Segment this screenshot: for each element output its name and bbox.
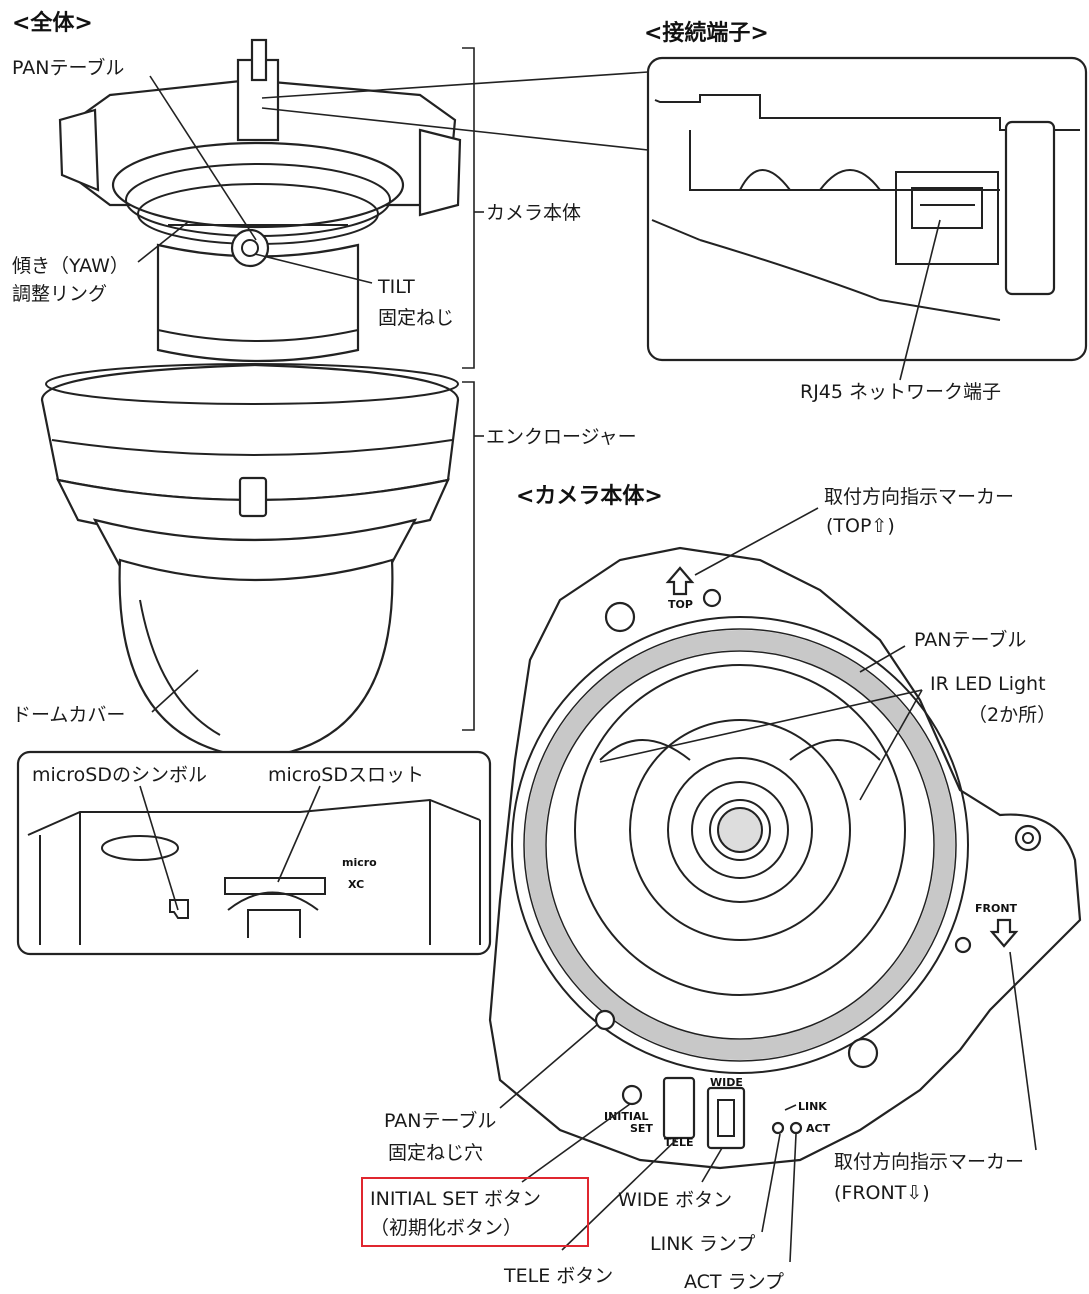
label-wide-button: WIDE ボタン [618,1189,732,1211]
label-pan-table-top: PANテーブル [12,56,124,79]
header-connector: <接続端子> [644,20,769,46]
device-marking-xc: XC [348,878,364,891]
label-ir-led-line2: （2か所） [968,704,1056,726]
label-initial-set-line2: （初期化ボタン） [370,1217,522,1239]
label-yaw-ring-line1: 傾き（YAW） [12,255,129,277]
label-pan-table-right: PANテーブル [914,628,1026,651]
header-camera-body: <カメラ本体> [516,484,663,509]
label-yaw-ring-line2: 調整リング [12,283,107,305]
device-marking-wide: WIDE [710,1076,743,1089]
label-tele-button: TELE ボタン [503,1265,613,1287]
device-marking-act: ACT [806,1122,831,1135]
device-marking-set: SET [630,1122,653,1135]
device-marking-top: TOP [668,598,693,611]
label-link-lamp: LINK ランプ [650,1233,755,1255]
connector-leader-lines [261,71,649,151]
dome-cover-drawing [118,558,394,760]
label-pan-hole-line2: 固定ねじ穴 [388,1142,483,1164]
label-initial-set-line1: INITIAL SET ボタン [370,1188,541,1210]
label-camera-body: カメラ本体 [486,202,581,224]
leader-lines [137,75,1037,1263]
label-tilt-line1: TILT [377,276,415,298]
initial-set-highlight-box [361,1177,589,1247]
label-top-marker-line1: 取付方向指示マーカー [824,486,1014,508]
label-tilt-line2: 固定ねじ [378,307,454,329]
header-overall: <全体> [12,10,93,36]
camera-body-bracket [462,47,484,369]
device-marking-micro: micro [342,856,377,869]
label-pan-hole-line1: PANテーブル [384,1109,496,1132]
device-marking-tele: TELE [664,1136,694,1149]
camera-body-drawing [58,38,462,363]
device-marking-front: FRONT [975,902,1018,915]
label-rj45: RJ45 ネットワーク端子 [800,381,1001,403]
label-front-marker-line1: 取付方向指示マーカー [834,1151,1024,1173]
label-enclosure: エンクロージャー [486,426,637,448]
connector-inset [646,56,1088,362]
device-marking-initial: INITIAL [604,1110,649,1123]
camera-front-view [488,546,1082,1170]
microsd-inset [16,750,492,956]
label-top-marker-line2: (TOP⇧) [826,515,895,537]
label-microsd-slot: microSDスロット [268,764,424,786]
label-act-lamp: ACT ランプ [684,1271,784,1293]
label-ir-led-line1: IR LED Light [930,673,1046,695]
label-dome-cover: ドームカバー [12,704,125,726]
label-front-marker-line2: (FRONT⇩) [834,1182,930,1204]
label-microsd-symbol: microSDのシンボル [32,764,207,786]
device-marking-link: LINK [798,1100,827,1113]
enclosure-bracket [462,381,484,731]
enclosure-drawing [40,363,460,587]
